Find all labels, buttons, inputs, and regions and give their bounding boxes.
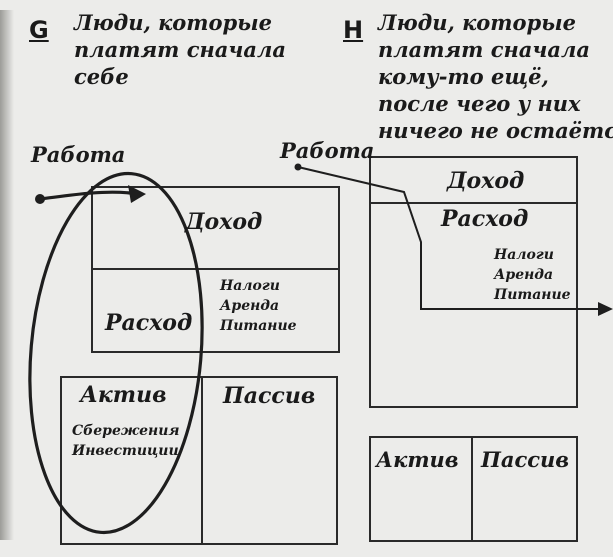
panel-g-assets-items: Сбережения Инвестиции <box>72 421 180 461</box>
h-income-statement-box <box>369 156 578 408</box>
panel-g-expense-label: Расход <box>105 310 193 336</box>
panel-h-income-label: Доход <box>447 168 525 194</box>
panel-g-work-label: Работа <box>31 142 126 167</box>
panel-h-expense-items: Налоги Аренда Питание <box>494 245 571 305</box>
panel-g-assets-label: Актив <box>80 382 167 408</box>
panel-h-expense-item: Аренда <box>494 267 554 283</box>
panel-g-expense-item: Питание <box>220 318 297 334</box>
panel-g-assets-item: Сбережения <box>72 423 180 439</box>
panel-h-work-label: Работа <box>280 138 375 163</box>
panel-h-heading: Люди, которые платят сначала кому-то ещё… <box>378 9 613 144</box>
panel-h-heading-line-2: платят сначала <box>378 37 591 62</box>
panel-h-heading-line-5: ничего не остаётся <box>378 118 613 143</box>
panel-h-assets-label: Актив <box>376 447 459 472</box>
panel-h-heading-line-4: после чего у них <box>378 91 581 116</box>
panel-g-heading: Люди, которые платят сначала себе <box>74 9 286 90</box>
h-balance-sheet-box <box>369 436 578 542</box>
panel-h-expense-label: Расход <box>441 206 529 232</box>
panel-g-liabilities-label: Пассив <box>223 383 316 409</box>
panel-g-expense-items: Налоги Аренда Питание <box>220 276 297 336</box>
page-shadow <box>0 10 14 540</box>
h-work-dot <box>294 163 302 171</box>
panel-h-heading-line-1: Люди, которые <box>378 10 576 35</box>
panel-g-income-label: Доход <box>185 209 263 235</box>
g-work-to-income-arrow <box>38 190 132 201</box>
panel-g-letter: G <box>29 16 49 44</box>
panel-g-expense-item: Аренда <box>220 298 280 314</box>
g-pay-yourself-first-loop <box>28 171 204 535</box>
panel-h-heading-line-3: кому-то ещё, <box>378 64 549 89</box>
panel-g-assets-item: Инвестиции <box>72 443 179 459</box>
panel-g-heading-line-1: Люди, которые <box>74 10 272 35</box>
g-arrowhead <box>128 185 146 203</box>
panel-h-expense-item: Налоги <box>494 247 554 263</box>
panel-h-expense-item: Питание <box>494 287 571 303</box>
panel-g-heading-line-3: себе <box>74 64 129 89</box>
h-work-to-expense-path <box>297 166 601 310</box>
h-arrowhead <box>598 302 613 316</box>
panel-g-heading-line-2: платят сначала <box>74 37 287 62</box>
panel-g-expense-item: Налоги <box>220 278 280 294</box>
panel-h-letter: H <box>343 16 364 44</box>
g-work-dot <box>35 194 45 204</box>
panel-h-liabilities-label: Пассив <box>481 447 570 472</box>
